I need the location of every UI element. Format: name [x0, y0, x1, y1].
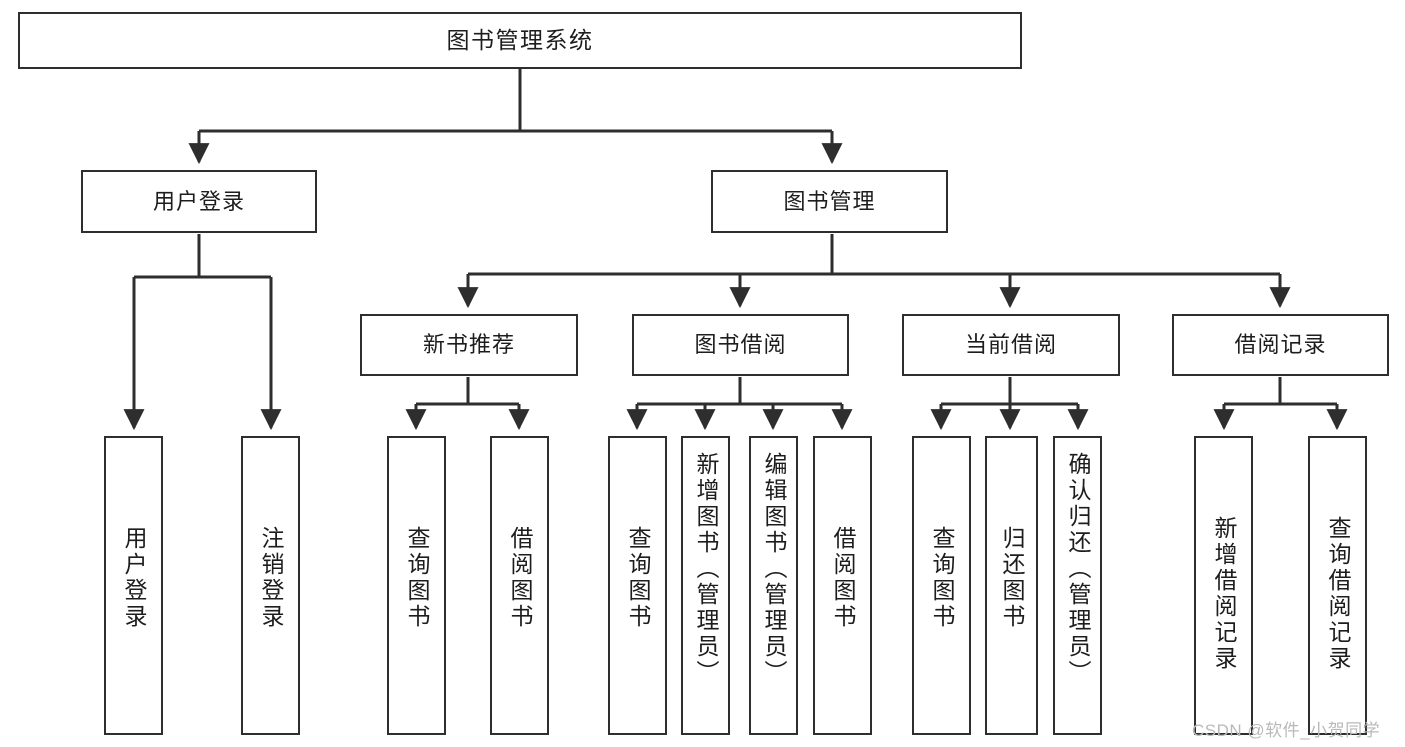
leaf-user-login-login[interactable]: 用户登录 [104, 436, 163, 735]
node-label: 用户登录 [121, 526, 147, 630]
node-book-borrow[interactable]: 图书借阅 [632, 314, 849, 376]
leaf-current-borrow-return-book[interactable]: 归还图书 [985, 436, 1038, 735]
node-label: 查询图书 [404, 526, 430, 630]
leaf-borrow-records-query-record[interactable]: 查询借阅记录 [1308, 436, 1367, 735]
node-label: 归还图书 [999, 526, 1025, 630]
leaf-new-book-borrow-book[interactable]: 借阅图书 [490, 436, 549, 735]
node-label: 查询借阅记录 [1325, 516, 1351, 672]
leaf-borrow-records-add-record[interactable]: 新增借阅记录 [1194, 436, 1253, 735]
node-label: 查询图书 [625, 526, 651, 630]
node-user-login[interactable]: 用户登录 [81, 170, 317, 233]
node-book-management[interactable]: 图书管理 [711, 170, 948, 233]
leaf-user-login-logout[interactable]: 注销登录 [241, 436, 300, 735]
leaf-book-borrow-borrow-book[interactable]: 借阅图书 [813, 436, 872, 735]
node-label: 新增借阅记录 [1211, 516, 1237, 672]
leaf-new-book-query-book[interactable]: 查询图书 [387, 436, 446, 735]
leaf-book-borrow-add-book-admin[interactable]: 新增图书（管理员） [681, 436, 730, 735]
node-label: 图书借阅 [694, 332, 787, 358]
csdn-watermark: CSDN @软件_小贺同学 [1192, 721, 1381, 740]
node-label: 查询图书 [929, 526, 955, 630]
node-label: 当前借阅 [964, 332, 1057, 358]
node-label: 借阅记录 [1234, 332, 1327, 358]
leaf-book-borrow-query-book[interactable]: 查询图书 [608, 436, 667, 735]
node-current-borrow[interactable]: 当前借阅 [902, 314, 1120, 376]
node-label: 图书管理系统 [446, 26, 594, 53]
node-label: 确认归还（管理员） [1065, 452, 1091, 686]
leaf-current-borrow-confirm-return-admin[interactable]: 确认归还（管理员） [1053, 436, 1102, 735]
leaf-current-borrow-query-book[interactable]: 查询图书 [912, 436, 971, 735]
node-label: 新书推荐 [422, 332, 515, 358]
node-label: 编辑图书（管理员） [761, 452, 787, 686]
node-label: 借阅图书 [507, 526, 533, 630]
node-label: 借阅图书 [830, 526, 856, 630]
node-label: 图书管理 [783, 188, 876, 214]
node-root-book-management-system[interactable]: 图书管理系统 [18, 12, 1022, 69]
node-label: 新增图书（管理员） [693, 452, 719, 686]
node-borrow-records[interactable]: 借阅记录 [1172, 314, 1389, 376]
leaf-book-borrow-edit-book-admin[interactable]: 编辑图书（管理员） [749, 436, 798, 735]
node-new-book-recommend[interactable]: 新书推荐 [360, 314, 578, 376]
node-label: 用户登录 [152, 188, 245, 214]
node-label: 注销登录 [258, 526, 284, 630]
